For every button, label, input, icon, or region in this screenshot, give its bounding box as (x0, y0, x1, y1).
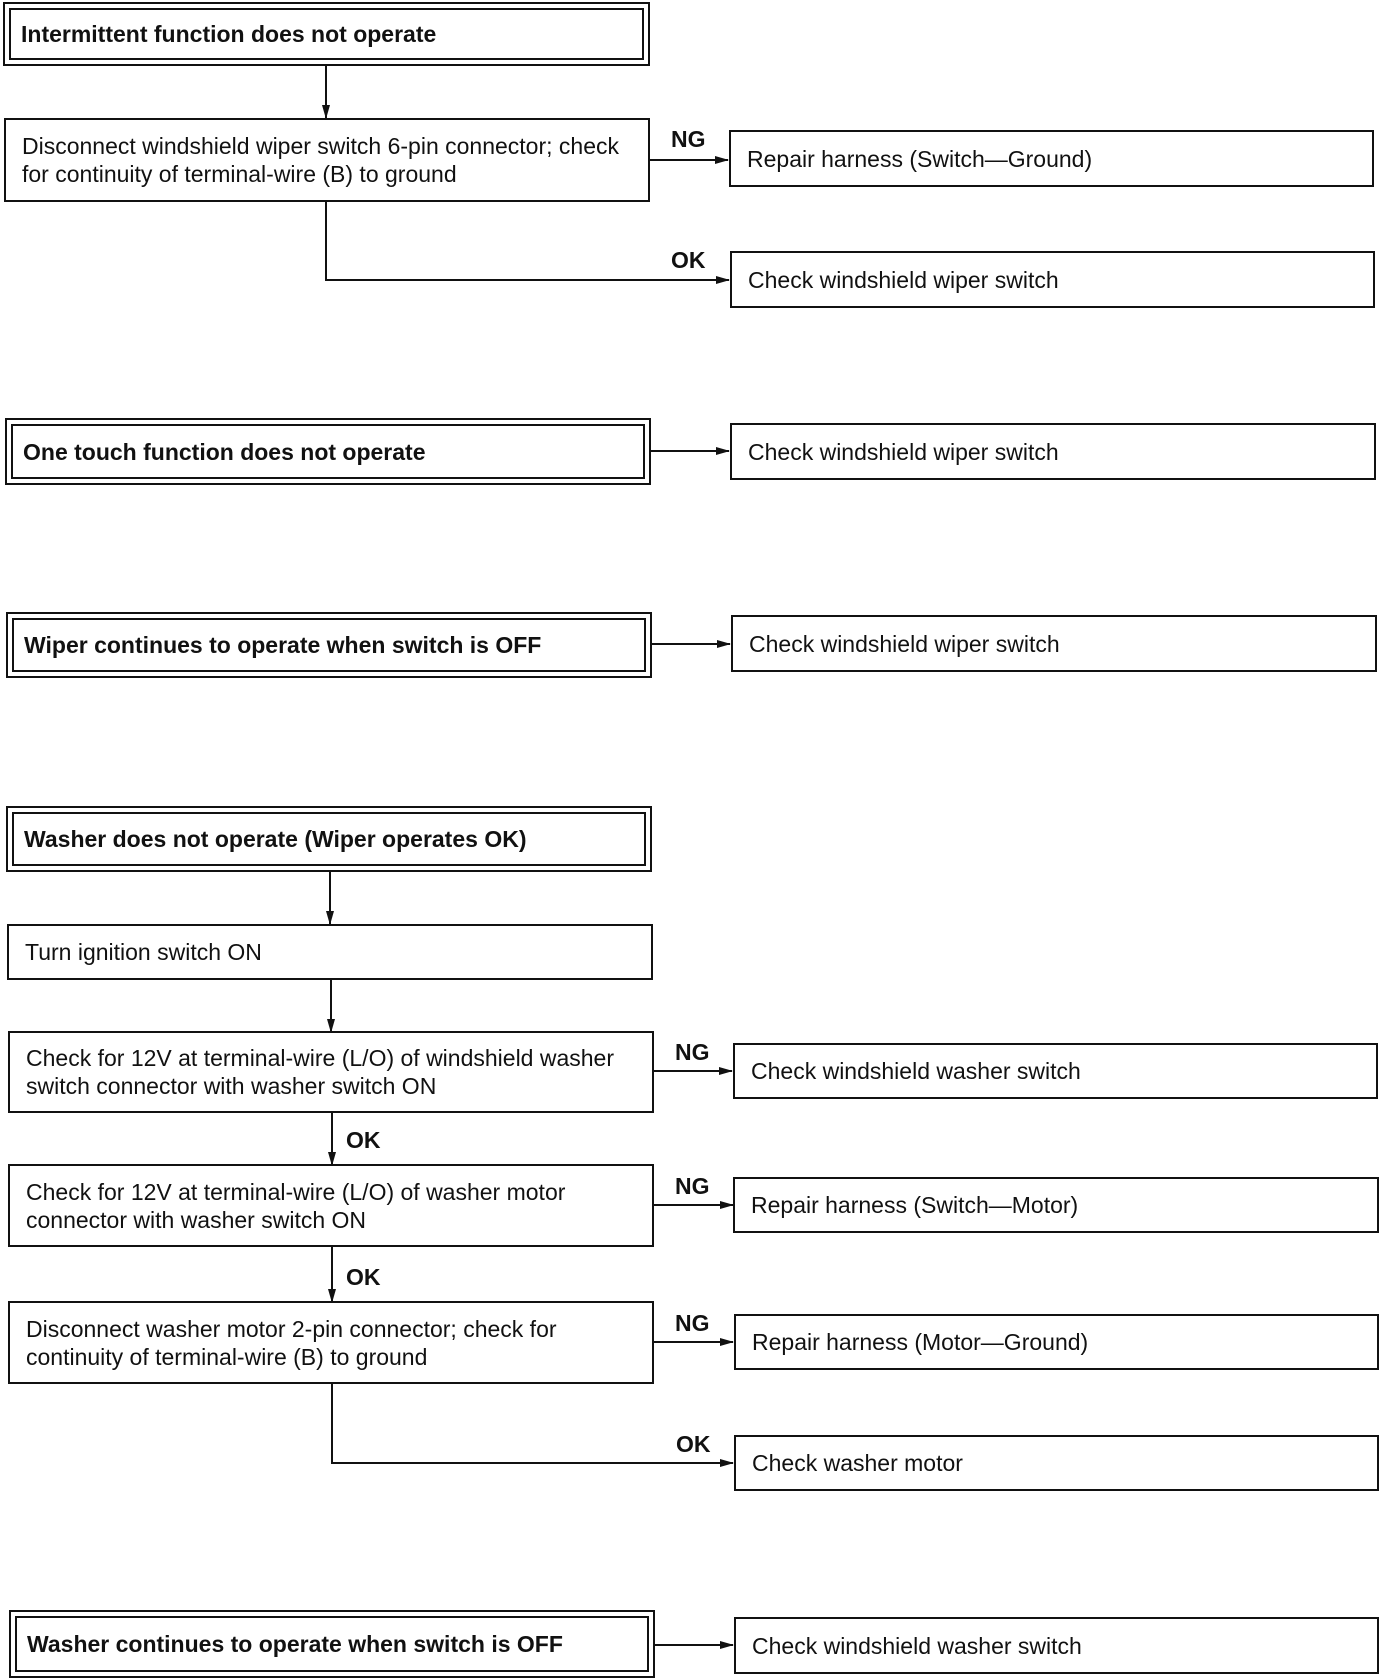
title-washer-continues: Washer continues to operate when switch … (9, 1610, 655, 1678)
result-check-washer-switch: Check windshield washer switch (733, 1043, 1378, 1099)
step-turn-ignition-on: Turn ignition switch ON (7, 924, 653, 980)
result-check-washer-motor: Check washer motor (734, 1435, 1379, 1491)
label-ng-3: NG (675, 1173, 710, 1199)
label-ok-3: OK (346, 1264, 381, 1290)
result-check-wiper-switch-1: Check windshield wiper switch (730, 251, 1375, 308)
arrow-step1-ok (325, 202, 730, 284)
title-wiper-continues: Wiper continues to operate when switch i… (6, 612, 652, 678)
result-repair-motor-ground: Repair harness (Motor—Ground) (734, 1314, 1379, 1370)
step-check-12v-washer-switch: Check for 12V at terminal-wire (L/O) of … (8, 1031, 654, 1113)
result-check-washer-switch-2: Check windshield washer switch (734, 1617, 1379, 1674)
label-ng-4: NG (675, 1310, 710, 1336)
label-ng-2: NG (675, 1039, 710, 1065)
arrow-step4-ok (331, 1384, 734, 1467)
step-check-12v-washer-motor: Check for 12V at terminal-wire (L/O) of … (8, 1164, 654, 1247)
label-ng-1: NG (671, 126, 706, 152)
result-check-wiper-switch-2: Check windshield wiper switch (730, 423, 1376, 480)
label-ok-4: OK (676, 1431, 711, 1457)
step-disconnect-washer-motor: Disconnect washer motor 2-pin connector;… (8, 1301, 654, 1384)
result-repair-switch-ground: Repair harness (Switch—Ground) (729, 130, 1374, 187)
title-intermittent: Intermittent function does not operate (3, 2, 650, 66)
title-washer-not-operate: Washer does not operate (Wiper operates … (6, 806, 652, 872)
result-check-wiper-switch-3: Check windshield wiper switch (731, 615, 1377, 672)
title-one-touch: One touch function does not operate (5, 418, 651, 485)
result-repair-switch-motor: Repair harness (Switch—Motor) (733, 1177, 1379, 1233)
label-ok-2: OK (346, 1127, 381, 1153)
label-ok-1: OK (671, 247, 706, 273)
step-disconnect-wiper-switch: Disconnect windshield wiper switch 6-pin… (4, 118, 650, 202)
